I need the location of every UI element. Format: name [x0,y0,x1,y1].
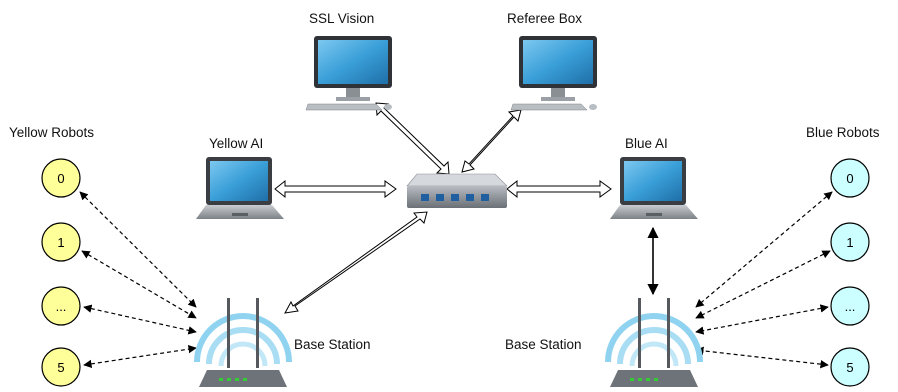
ssl-vision-label: SSL Vision [309,11,375,26]
link-switch-basestation [284,211,428,314]
robot-node-blue: 1 [830,222,870,262]
wireless-link-yellow-5 [83,344,197,369]
link-sslvision-switch [375,102,450,175]
robot-id: 1 [846,235,853,250]
robot-node-blue: ... [830,286,870,326]
robot-node-yellow: 5 [41,347,81,387]
wireless-links-yellow [79,191,197,369]
wireless-link-blue-0 [695,191,833,308]
robot-node-yellow: 1 [41,222,81,262]
wifi-router-icon [605,298,703,387]
blue-robot-list: 0 1 ... 5 [830,158,870,387]
blue-robots-title: Blue Robots [806,125,880,140]
referee-box-label: Referee Box [507,11,583,26]
robot-id: 5 [57,360,64,375]
link-yellowai-switch [274,179,397,199]
wifi-router-icon [194,298,292,387]
link-switch-blueai [506,179,612,199]
wireless-link-yellow-1 [81,250,197,319]
link-refereebox-switch [461,109,522,173]
wireless-link-yellow-0 [79,191,197,308]
robot-node-blue: 5 [830,347,870,387]
robot-id: ... [56,299,67,314]
blue-ai-label: Blue AI [625,136,668,151]
robot-id: ... [845,299,856,314]
robot-node-yellow: 0 [41,158,81,198]
wireless-link-blue-dots [695,304,829,335]
yellow-robot-list: 0 1 ... 5 [41,158,81,387]
robot-id: 1 [57,235,64,250]
wireless-links-blue [695,191,833,369]
robot-node-yellow: ... [41,286,81,326]
base-station-right-label: Base Station [505,337,582,352]
robot-id: 0 [57,171,64,186]
network-switch-icon [406,173,508,208]
wireless-link-blue-5 [695,346,829,369]
wireless-link-yellow-dots [83,304,197,335]
wireless-link-blue-1 [695,250,831,319]
laptop-icon [196,157,284,219]
robot-id: 5 [846,360,853,375]
robot-node-blue: 0 [830,158,870,198]
desktop-monitor-icon [510,36,597,111]
desktop-monitor-icon [305,36,392,111]
base-station-left-label: Base Station [294,337,371,352]
laptop-icon [610,157,698,219]
wired-links [274,102,612,314]
robot-id: 0 [846,171,853,186]
yellow-ai-label: Yellow AI [209,136,264,151]
yellow-robots-title: Yellow Robots [9,125,95,140]
